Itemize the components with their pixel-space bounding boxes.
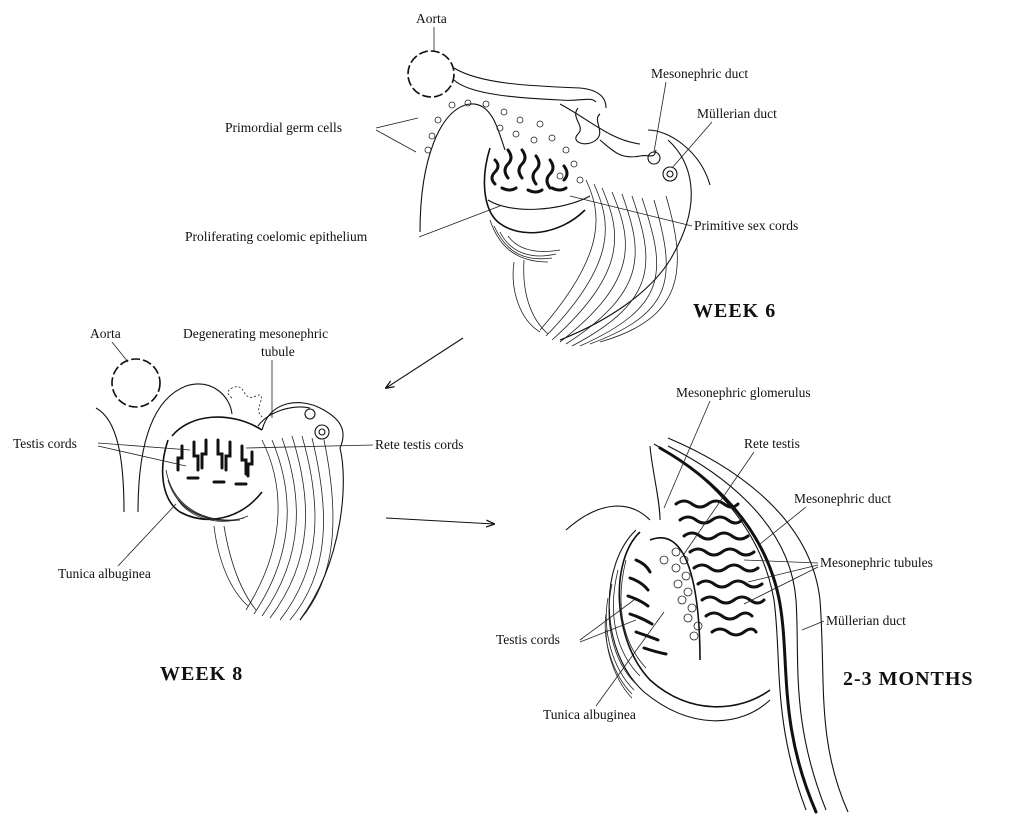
week6-label-coelomic: Proliferating coelomic epithelium: [185, 229, 368, 244]
week6-title: WEEK 6: [693, 300, 776, 322]
week8-label-degenerating-2: tubule: [261, 344, 295, 359]
week8-aorta-vessel: [112, 359, 160, 407]
months-title: 2-3 MONTHS: [843, 668, 974, 690]
week8-label-rete-testis-cords: Rete testis cords: [375, 437, 463, 452]
months-label-tunica: Tunica albuginea: [543, 707, 636, 722]
week6-label-mullerian-duct: Müllerian duct: [697, 106, 777, 121]
arrow-week6-to-week8: [386, 338, 463, 388]
months-label-rete-testis: Rete testis: [744, 436, 800, 451]
months-label-testis-cords: Testis cords: [496, 632, 560, 647]
week8-label-degenerating-1: Degenerating mesonephric: [183, 326, 328, 341]
week6-label-sex-cords: Primitive sex cords: [694, 218, 798, 233]
week8-label-aorta: Aorta: [90, 326, 121, 341]
week6-label-mesonephric-duct: Mesonephric duct: [651, 66, 748, 81]
months-testis-cords: [628, 560, 666, 654]
arrow-week8-to-months: [386, 518, 494, 524]
months-label-glomerulus: Mesonephric glomerulus: [676, 385, 811, 400]
week6-label-germ-cells: Primordial germ cells: [225, 120, 342, 135]
week8-testis-cords: [178, 440, 252, 484]
week6-sex-cords: [492, 150, 567, 192]
week6-panel: WEEK 6 Aorta Primordial germ cells Proli…: [185, 11, 798, 346]
months-label-mesonephric-tubules: Mesonephric tubules: [820, 555, 933, 570]
week6-aorta-vessel: [408, 51, 454, 97]
months-label-mullerian-duct: Müllerian duct: [826, 613, 906, 628]
week8-label-testis-cords: Testis cords: [13, 436, 77, 451]
week6-label-aorta: Aorta: [416, 11, 447, 26]
months-panel: 2-3 MONTHS Mesonephric glomerulus Rete t…: [496, 385, 974, 812]
week8-title: WEEK 8: [160, 663, 243, 685]
week8-label-tunica: Tunica albuginea: [58, 566, 151, 581]
week8-panel: WEEK 8 Aorta Degenerating mesonephric tu…: [13, 326, 463, 685]
months-label-mesonephric-duct: Mesonephric duct: [794, 491, 891, 506]
